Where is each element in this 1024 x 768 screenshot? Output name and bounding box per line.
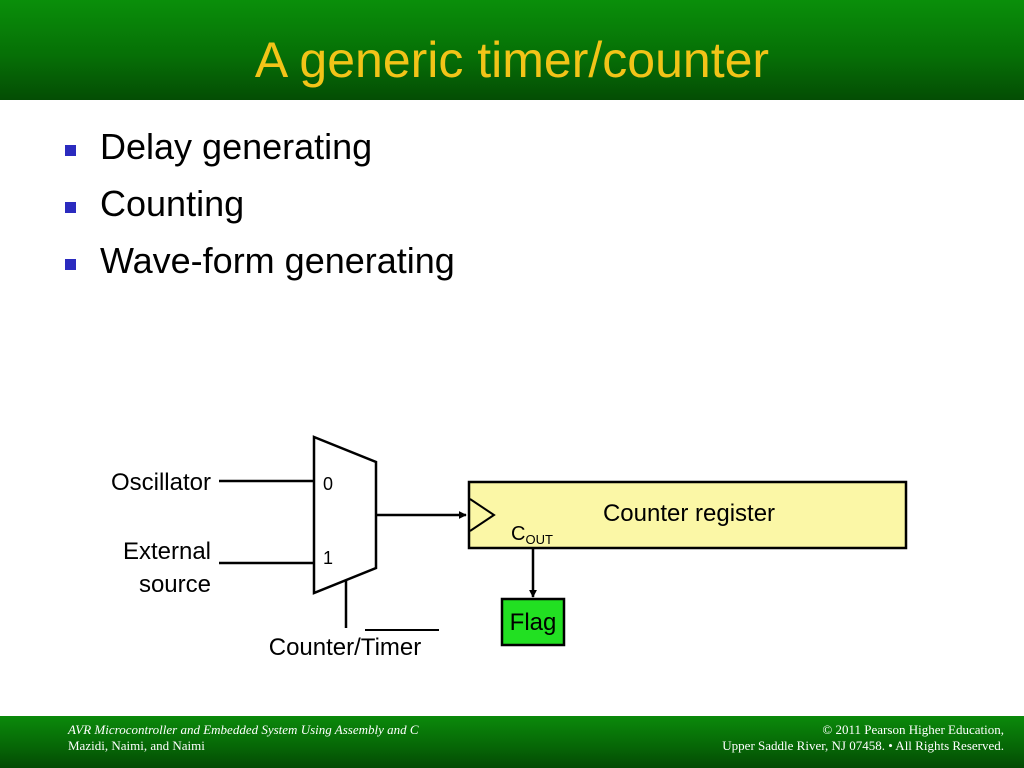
footer-book-title: AVR Microcontroller and Embedded System … bbox=[68, 722, 419, 737]
multiplexer bbox=[312, 435, 378, 595]
slide-footer-bar bbox=[0, 716, 1024, 768]
bullet-item: Counting bbox=[62, 175, 455, 232]
slide-title: A generic timer/counter bbox=[254, 32, 770, 88]
external-label-line1: External bbox=[123, 538, 211, 565]
flag-box bbox=[500, 597, 566, 647]
bullet-item: Delay generating bbox=[62, 118, 455, 175]
counter-timer-select-label: Counter/Timer bbox=[269, 634, 421, 661]
cout-main-text: C bbox=[511, 523, 525, 545]
bullet-list: Delay generating Counting Wave-form gene… bbox=[62, 118, 455, 289]
clock-input-triangle bbox=[469, 498, 496, 532]
cout-subscript-text: OUT bbox=[525, 532, 553, 547]
mux-input-1-label: 1 bbox=[323, 548, 333, 568]
footer-copyright: © 2011 Pearson Higher Education, bbox=[822, 722, 1004, 737]
oscillator-label: Oscillator bbox=[111, 469, 211, 496]
footer-left: AVR Microcontroller and Embedded System … bbox=[68, 722, 419, 754]
counter-register-label: Counter register bbox=[603, 500, 775, 527]
footer-address: Upper Saddle River, NJ 07458. • All Righ… bbox=[722, 738, 1004, 753]
bullet-text: Delay generating bbox=[100, 126, 373, 167]
bullet-square-icon bbox=[65, 259, 76, 270]
flag-label: Flag bbox=[510, 609, 557, 636]
mux-input-0-label: 0 bbox=[323, 474, 333, 494]
bullet-square-icon bbox=[65, 202, 76, 213]
bullet-square-icon bbox=[65, 145, 76, 156]
footer-right: © 2011 Pearson Higher Education, Upper S… bbox=[722, 722, 1004, 754]
cout-label: COUT bbox=[511, 523, 553, 547]
bullet-item: Wave-form generating bbox=[62, 232, 455, 289]
external-label-line2: source bbox=[139, 571, 211, 598]
counter-register-box bbox=[467, 480, 908, 550]
bullet-text: Wave-form generating bbox=[100, 240, 455, 281]
slide-header-bar bbox=[0, 0, 1024, 100]
bullet-text: Counting bbox=[100, 183, 245, 224]
footer-authors: Mazidi, Naimi, and Naimi bbox=[68, 738, 205, 753]
